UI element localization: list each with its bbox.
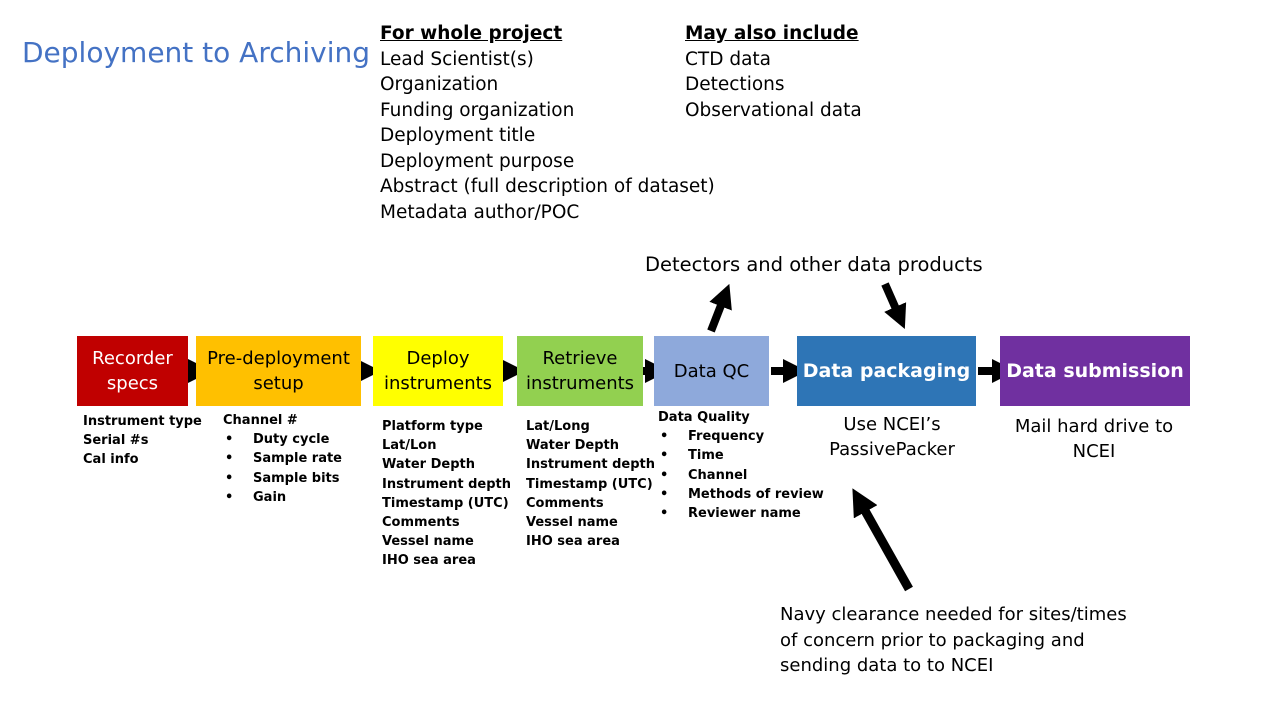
detectors-label: Detectors and other data products bbox=[645, 253, 983, 276]
detail-item: Platform type bbox=[382, 419, 483, 434]
step-data-packaging: Data packaging bbox=[797, 336, 976, 406]
detail-item: Water Depth bbox=[382, 457, 475, 473]
step-data-qc: Data QC bbox=[654, 336, 769, 406]
detail-item: Comments bbox=[382, 515, 460, 531]
deploy-details: Platform type Lat/Lon Water Depth Instru… bbox=[382, 417, 511, 571]
detail-item: Timestamp (UTC) bbox=[382, 495, 509, 511]
step-label: setup bbox=[253, 373, 304, 394]
step-pre-deployment-setup: Pre-deployment setup bbox=[196, 336, 361, 406]
project-item: Abstract (full description of dataset) bbox=[380, 176, 715, 197]
note-line: Mail hard drive to bbox=[1014, 416, 1174, 437]
detail-item: Instrument type bbox=[83, 414, 202, 429]
note-line: of concern prior to packaging and bbox=[780, 629, 1085, 651]
note-line: Use NCEI’s bbox=[843, 414, 941, 435]
detail-bullet: Sample rate bbox=[223, 449, 342, 468]
detail-item: Cal info bbox=[83, 452, 139, 468]
step-label: Recorder bbox=[92, 348, 173, 369]
qc-details: Data Quality Frequency Time Channel Meth… bbox=[658, 408, 824, 523]
detail-item: Instrument depth bbox=[382, 476, 511, 492]
project-list-header: For whole project bbox=[380, 23, 563, 44]
project-item: Funding organization bbox=[380, 99, 575, 121]
note-line: PassivePacker bbox=[829, 439, 955, 460]
retrieve-details: Lat/Long Water Depth Instrument depth Ti… bbox=[526, 417, 655, 551]
detail-bullet: Frequency bbox=[658, 427, 824, 446]
detail-item: IHO sea area bbox=[382, 553, 476, 569]
arrow-navy-to-packaging bbox=[852, 488, 913, 592]
step-label: specs bbox=[106, 373, 159, 394]
detail-bullet: Duty cycle bbox=[223, 430, 342, 449]
detail-header: Channel # bbox=[223, 413, 298, 428]
step-label: Deploy bbox=[406, 348, 470, 369]
detail-bullet: Gain bbox=[223, 488, 342, 507]
step-recorder-specs: Recorder specs bbox=[77, 336, 188, 406]
detail-item: Vessel name bbox=[382, 534, 474, 550]
recorder-details: Instrument type Serial #s Cal info bbox=[83, 412, 202, 470]
arrow-qc-to-detectors bbox=[707, 283, 732, 333]
navy-clearance-note: Navy clearance needed for sites/times of… bbox=[780, 602, 1127, 679]
project-item: Organization bbox=[380, 74, 499, 95]
also-item: Detections bbox=[685, 74, 785, 95]
detail-item: Timestamp (UTC) bbox=[526, 476, 653, 492]
step-label: instruments bbox=[525, 373, 635, 394]
detail-item: Serial #s bbox=[83, 433, 149, 449]
detail-bullet: Channel bbox=[658, 466, 824, 485]
detail-bullet: Methods of review bbox=[658, 485, 824, 504]
project-item: Deployment purpose bbox=[380, 150, 575, 172]
detail-header: Data Quality bbox=[658, 410, 750, 425]
predeploy-details: Channel # Duty cycle Sample rate Sample … bbox=[223, 411, 342, 507]
submission-note: Mail hard drive to NCEI bbox=[1004, 414, 1184, 464]
page-title: Deployment to Archiving bbox=[22, 36, 371, 69]
step-data-submission: Data submission bbox=[1000, 336, 1190, 406]
also-item: Observational data bbox=[685, 99, 862, 121]
step-retrieve-instruments: Retrieve instruments bbox=[517, 336, 643, 406]
project-item: Lead Scientist(s) bbox=[380, 48, 534, 70]
detail-item: Lat/Long bbox=[526, 419, 590, 434]
note-line: Navy clearance needed for sites/times bbox=[780, 604, 1127, 625]
detail-bullet: Time bbox=[658, 446, 824, 465]
detail-bullet: Sample bits bbox=[223, 469, 342, 488]
also-list: May also include CTD data Detections Obs… bbox=[685, 21, 862, 123]
detail-item: Comments bbox=[526, 495, 604, 511]
note-line: NCEI bbox=[1072, 441, 1116, 462]
detail-item: Instrument depth bbox=[526, 457, 655, 473]
step-label: Data submission bbox=[1006, 359, 1184, 382]
also-item: CTD data bbox=[685, 48, 772, 70]
step-label: Data QC bbox=[673, 360, 750, 382]
step-label: Pre-deployment bbox=[207, 348, 350, 369]
step-deploy-instruments: Deploy instruments bbox=[373, 336, 503, 406]
project-item: Deployment title bbox=[380, 125, 536, 146]
note-line: sending data to to NCEI bbox=[780, 655, 994, 676]
arrow-detectors-to-packaging bbox=[881, 282, 907, 329]
detail-item: Water Depth bbox=[526, 438, 619, 454]
step-label: Retrieve bbox=[542, 348, 618, 369]
step-label: Data packaging bbox=[802, 359, 971, 382]
project-item: Metadata author/POC bbox=[380, 201, 580, 223]
step-label: instruments bbox=[383, 373, 493, 394]
project-list: For whole project Lead Scientist(s) Orga… bbox=[380, 21, 715, 225]
detail-item: Vessel name bbox=[526, 515, 618, 531]
detail-item: IHO sea area bbox=[526, 534, 620, 550]
detail-bullet: Reviewer name bbox=[658, 504, 824, 523]
packaging-note: Use NCEI’s PassivePacker bbox=[812, 412, 972, 462]
detail-item: Lat/Lon bbox=[382, 438, 437, 454]
also-list-header: May also include bbox=[685, 23, 859, 44]
